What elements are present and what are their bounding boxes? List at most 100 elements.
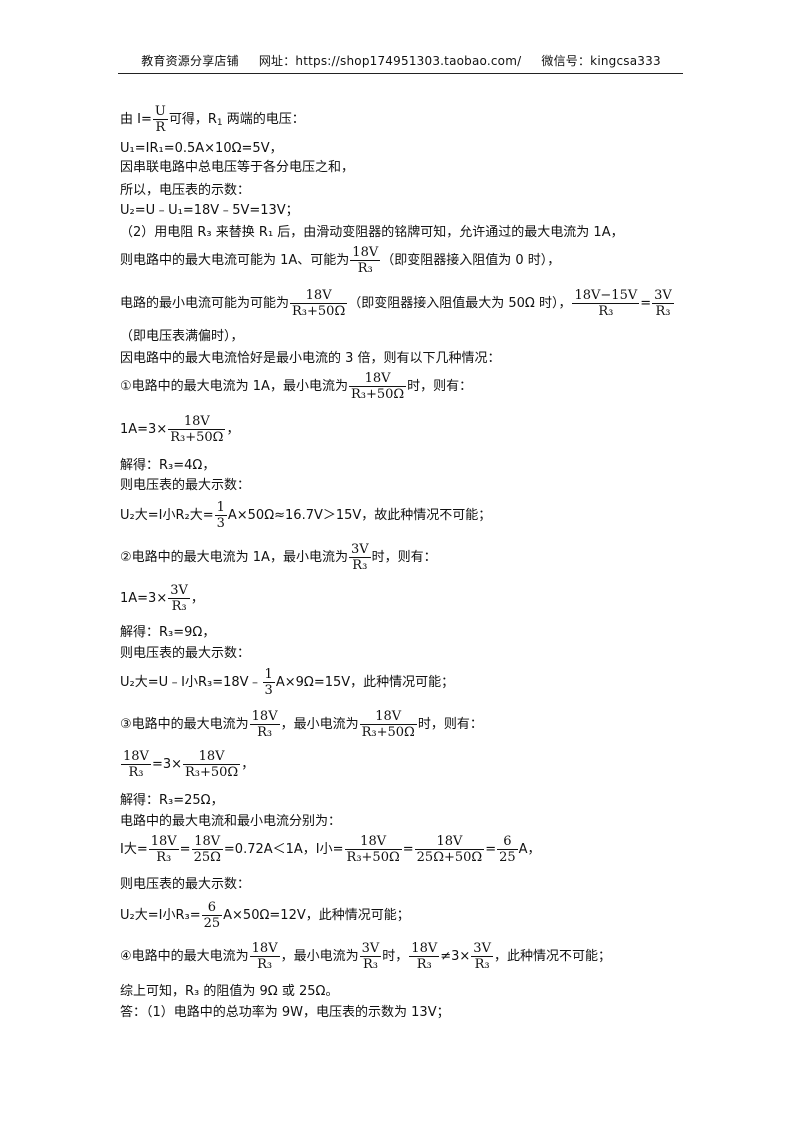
text: = [640,296,652,311]
numerator: 18V [290,288,348,304]
line-voltmeter: 所以，电压表的示数： [120,183,251,198]
numerator: U [152,104,168,120]
text: 两端的电压： [222,112,305,127]
denominator: R₃ [257,957,273,972]
text: 时，则有： [417,717,483,732]
text: I大= [120,842,148,857]
denominator: R₃+50Ω [350,387,405,402]
numerator: 6 [497,834,518,850]
line-case1-max: 则电压表的最大示数： [120,478,251,493]
denominator: R₃ [156,850,172,865]
numerator: 1 [214,500,227,516]
line-case2-max: 则电压表的最大示数： [120,646,251,661]
denominator: R₃ [655,304,671,319]
denominator: 3 [264,683,273,698]
denominator: 25 [499,850,516,865]
numerator: 18V [350,245,381,261]
line-case3-max: 则电压表的最大示数： [120,877,251,892]
line-case2-result: 解得：R₃=9Ω， [120,625,216,640]
numerator: 18V [191,834,223,850]
header-divider [118,73,683,74]
denominator: R₃ [171,599,187,614]
text: ， [226,422,240,437]
numerator: 3V [652,288,674,304]
line-series-rule: 因串联电路中总电压等于各分电压之和， [120,160,355,175]
text: 可得，R [168,112,217,127]
denominator: R₃+50Ω [170,430,224,445]
line-case1-result: 解得：R₃=4Ω， [120,458,216,473]
text: （即变阻器接入阻值为 0 时）， [381,253,561,268]
text: U₂大=I小R₃= [120,908,201,923]
text: 则电路中的最大电流可能为 1A、可能为 [120,253,350,268]
numerator: 18V [249,941,280,957]
text: =0.72A＜1A，I小= [223,842,344,857]
denominator: R₃+50Ω [361,725,415,740]
text: ， [190,591,204,606]
numerator: 6 [201,900,223,916]
text: A×50Ω=12V，此种情况可能； [223,908,410,923]
denominator: R₃ [257,725,273,740]
denominator: R [155,120,166,135]
denominator: R₃ [598,304,614,319]
wechat-id: 微信号：kingcsa333 [541,54,661,68]
text: =3× [151,757,182,772]
text: A×50Ω≈16.7V＞15V，故此种情况不可能； [227,508,492,523]
text: ②电路中的最大电流为 1A，最小电流为 [120,550,348,565]
numerator: 18V [344,834,402,850]
subscript: 1 [216,118,223,128]
numerator: 18V [148,834,179,850]
text: U₂大=I小R₂大= [120,508,214,523]
text: 1A=3× [120,591,168,606]
line-part2: （2）用电阻 R₃ 来替换 R₁ 后，由滑动变阻器的铭牌可知，允许通过的最大电流… [120,225,624,240]
text: ③电路中的最大电流为 [120,717,249,732]
denominator: R₃ [128,765,144,780]
page-header: 教育资源分享店铺 网址：https://shop174951303.taobao… [120,52,682,69]
text: 1A=3× [120,422,168,437]
text: A×9Ω=15V，此种情况可能； [275,675,455,690]
text: 电路的最小电流可能为可能为 [120,296,290,311]
text: 时， [382,949,409,964]
denominator: 3 [216,516,225,531]
denominator: R₃ [416,957,432,972]
numerator: 18V [414,834,485,850]
numerator: 3V [359,941,382,957]
line-answer: 答：（1）电路中的总功率为 9W，电压表的示数为 13V； [120,1005,450,1020]
numerator: 3V [168,583,190,599]
shop-url[interactable]: 网址：https://shop174951303.taobao.com/ [258,54,522,68]
numerator: 18V [409,941,440,957]
denominator: R₃+50Ω [292,304,346,319]
denominator: R₃ [357,261,373,276]
line-u2: U₂=U﹣U₁=18V﹣5V=13V； [120,203,299,218]
numerator: 18V [183,749,241,765]
text: U₂大=U﹣I小R₃=18V﹣ [120,675,262,690]
denominator: R₃+50Ω [346,850,400,865]
text: = [179,842,191,857]
denominator: R₃ [352,558,368,573]
text: ①电路中的最大电流为 1A，最小电流为 [120,379,348,394]
text: 时，则有： [371,550,437,565]
